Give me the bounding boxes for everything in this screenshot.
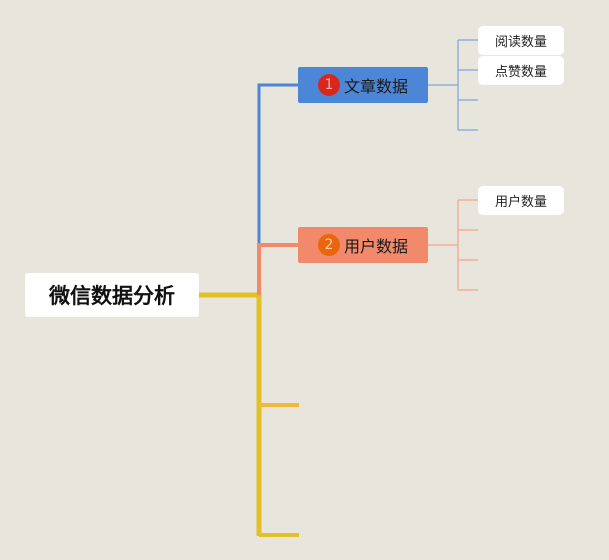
- root-node[interactable]: 微信数据分析: [25, 273, 199, 317]
- orange-leaf-connectors: [428, 199, 478, 291]
- leaf-user-count[interactable]: 用户数量: [478, 186, 564, 215]
- orange-connector: [257, 243, 298, 295]
- branch-label: 用户数据: [343, 237, 408, 256]
- blue-leaf-connectors: [428, 39, 478, 131]
- blue-connector: [257, 83, 298, 245]
- leaf-label: 用户数量: [494, 195, 547, 210]
- branch-user-data[interactable]: 2 用户数据: [298, 227, 428, 263]
- root-label: 微信数据分析: [49, 284, 175, 308]
- priority-2-badge: 2: [317, 234, 340, 256]
- leaf-like-count[interactable]: 点赞数量: [478, 56, 564, 85]
- branch-label: 文章数据: [343, 77, 408, 96]
- branch-article-data[interactable]: 1 文章数据: [298, 67, 428, 103]
- priority-1-badge: 1: [317, 74, 340, 96]
- leaf-label: 点赞数量: [494, 65, 547, 80]
- leaf-read-count[interactable]: 阅读数量: [478, 26, 564, 55]
- leaf-label: 阅读数量: [494, 35, 547, 50]
